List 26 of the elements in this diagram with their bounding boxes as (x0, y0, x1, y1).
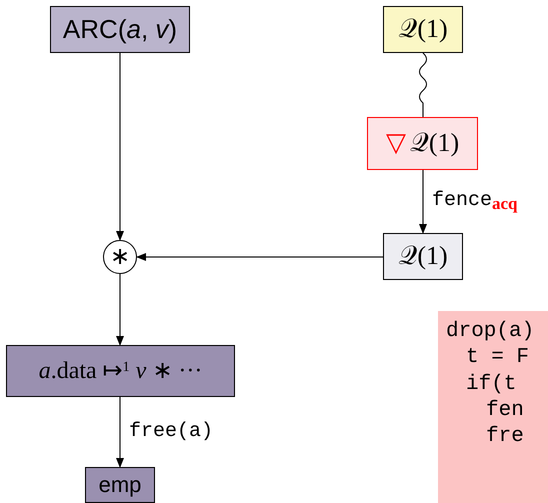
triangle-symbol: ▽ (386, 127, 406, 160)
process-box (383, 233, 463, 280)
node-label: emp (98, 471, 142, 499)
code-line: t = F (466, 345, 530, 372)
node-label: 𝒬(1) (398, 240, 448, 272)
node-label: ∗ (110, 242, 130, 272)
node-label: ARC(a, v) (62, 13, 178, 46)
process-box (367, 117, 478, 170)
code-line: fen (486, 398, 524, 424)
node-label: a.data ↦$^{1}$ v ∗ ··· (38, 357, 202, 386)
wavy-connector (419, 52, 427, 118)
code-line: if(t (466, 372, 516, 398)
arrow (116, 52, 124, 241)
process-box (6, 345, 235, 397)
arrow (116, 396, 124, 468)
process-box (50, 6, 190, 53)
arrow (116, 274, 124, 346)
arrow (136, 253, 384, 261)
code-block (438, 311, 548, 503)
node-label: 𝒬(1) (398, 13, 448, 46)
process-box (383, 6, 463, 53)
arrow (419, 170, 427, 234)
code-line: fre (486, 424, 524, 450)
code-line: drop(a) (446, 319, 534, 345)
node-label: 𝒬(1) (410, 127, 460, 160)
process-box (85, 467, 155, 503)
